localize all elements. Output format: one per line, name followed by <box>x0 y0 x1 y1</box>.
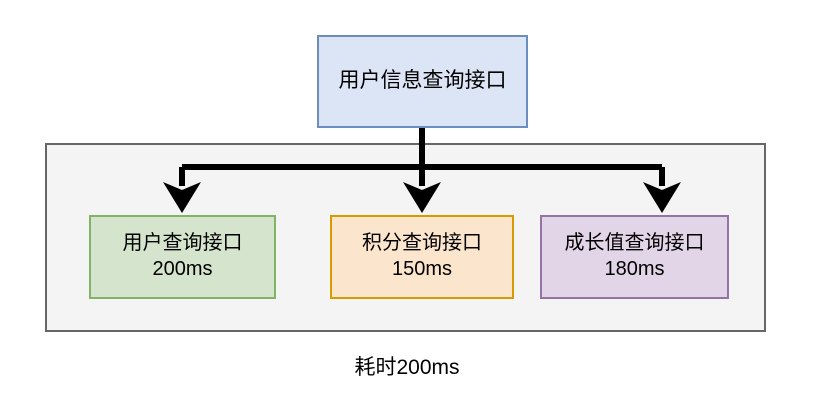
child-node-growth-query-latency: 180ms <box>604 258 665 280</box>
diagram-caption: 耗时200ms <box>354 356 460 379</box>
root-node-label: 用户信息查询接口 <box>338 69 507 93</box>
child-node-growth-query-title: 成长值查询接口 <box>564 232 705 255</box>
child-node-points-query[interactable]: 积分查询接口 150ms <box>330 215 514 299</box>
child-node-growth-query[interactable]: 成长值查询接口 180ms <box>540 215 729 299</box>
child-node-user-query[interactable]: 用户查询接口 200ms <box>89 215 276 299</box>
child-node-points-query-title: 积分查询接口 <box>362 232 482 255</box>
child-node-user-query-title: 用户查询接口 <box>122 232 243 255</box>
root-node-user-info-query[interactable]: 用户信息查询接口 <box>317 35 528 128</box>
child-node-points-query-latency: 150ms <box>391 258 453 280</box>
child-node-user-query-latency: 200ms <box>152 258 213 280</box>
